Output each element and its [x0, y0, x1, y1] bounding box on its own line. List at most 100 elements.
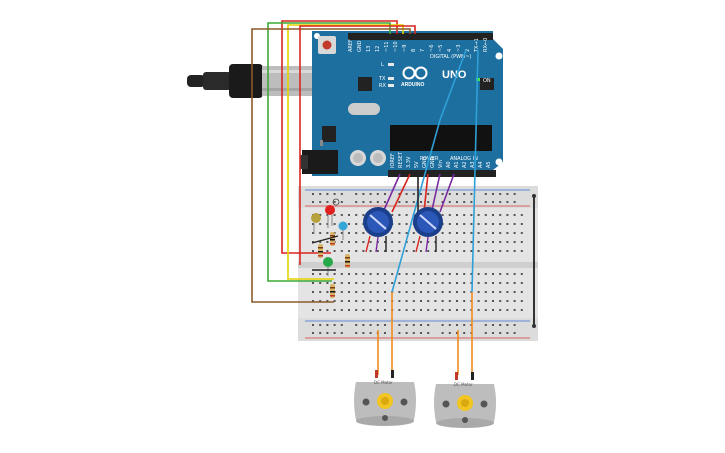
breadboard[interactable] — [298, 186, 538, 341]
potentiometer-1[interactable] — [363, 207, 393, 237]
breadboard-hole — [326, 300, 329, 302]
breadboard-hole — [492, 291, 494, 293]
analog-label: ANALOG IN — [450, 156, 478, 162]
breadboard-hole — [441, 282, 444, 284]
breadboard-hole — [513, 300, 516, 302]
resistor-3[interactable] — [318, 244, 323, 258]
breadboard-hole — [333, 250, 336, 252]
breadboard-hole — [499, 273, 502, 275]
breadboard-hole — [420, 332, 422, 334]
breadboard-hole — [513, 324, 516, 326]
arduino-uno-board[interactable] — [300, 31, 503, 177]
wire-blue-2[interactable] — [471, 49, 479, 293]
breadboard-hole — [362, 201, 365, 203]
breadboard-hole — [499, 241, 502, 243]
breadboard-hole — [520, 232, 523, 234]
breadboard-hole — [355, 250, 358, 252]
breadboard-hole — [376, 273, 379, 275]
breadboard-hole — [506, 324, 509, 326]
power-analog-pin-label: A3 — [470, 161, 476, 168]
breadboard-hole — [362, 241, 365, 243]
wire-red-2[interactable] — [299, 25, 416, 265]
breadboard-hole — [520, 282, 523, 284]
breadboard-hole — [456, 223, 458, 225]
breadboard-hole — [520, 250, 523, 252]
wire-purple-3[interactable] — [439, 173, 455, 213]
breadboard-hole — [470, 241, 473, 243]
breadboard-hole — [340, 291, 343, 293]
breadboard-hole — [456, 291, 458, 293]
breadboard-hole — [348, 300, 350, 302]
breadboard-hole — [312, 232, 314, 234]
breadboard-hole — [470, 223, 473, 225]
breadboard-hole — [520, 300, 523, 302]
breadboard-hole — [456, 250, 458, 252]
breadboard-hole — [499, 250, 502, 252]
power-analog-pin-label: RESET — [398, 151, 404, 168]
breadboard-hole — [348, 282, 350, 284]
breadboard-hole — [319, 273, 322, 275]
breadboard-hole — [484, 273, 487, 275]
breadboard-hole — [427, 273, 430, 275]
breadboard-hole — [470, 232, 473, 234]
wire-yellow[interactable] — [287, 24, 404, 280]
breadboard-hole — [405, 291, 408, 293]
breadboard-hole — [477, 250, 480, 252]
breadboard-hole — [492, 309, 494, 311]
breadboard-hole — [477, 232, 480, 234]
led-yellow[interactable] — [311, 213, 321, 234]
resistor-2[interactable] — [345, 254, 350, 268]
breadboard-hole — [405, 273, 408, 275]
breadboard-hole — [405, 324, 408, 326]
breadboard-hole — [484, 300, 487, 302]
breadboard-hole — [398, 273, 401, 275]
breadboard-hole — [441, 232, 444, 234]
breadboard-hole — [369, 241, 372, 243]
breadboard-hole — [333, 282, 336, 284]
breadboard-hole — [312, 223, 314, 225]
wire-red-pot-1[interactable] — [391, 173, 411, 213]
breadboard-hole — [384, 201, 386, 203]
breadboard-hole — [398, 332, 401, 334]
breadboard-hole — [362, 273, 365, 275]
breadboard-hole — [484, 332, 487, 334]
breadboard-hole — [348, 291, 350, 293]
dc-motor-2[interactable] — [434, 372, 496, 428]
breadboard-hole — [348, 250, 350, 252]
wire-brown[interactable] — [251, 28, 411, 303]
breadboard-hole — [326, 282, 329, 284]
breadboard-hole — [362, 282, 365, 284]
led-blue[interactable] — [338, 221, 348, 241]
breadboard-hole — [369, 291, 372, 293]
wire-purple-1[interactable] — [383, 173, 401, 211]
breadboard-hole — [477, 273, 480, 275]
breadboard-hole — [384, 309, 386, 311]
breadboard-hole — [484, 201, 487, 203]
dc-motor-1[interactable] — [354, 370, 416, 426]
resistor-1[interactable] — [330, 232, 335, 246]
breadboard-hole — [412, 273, 415, 275]
breadboard-hole — [434, 282, 437, 284]
breadboard-hole — [506, 201, 509, 203]
wire-red-pot-2[interactable] — [423, 173, 429, 213]
led-red[interactable] — [325, 205, 335, 228]
breadboard-hole — [513, 273, 516, 275]
wire-purple-2[interactable] — [431, 173, 441, 211]
breadboard-hole — [312, 291, 314, 293]
breadboard-hole — [492, 232, 494, 234]
breadboard-hole — [412, 193, 415, 195]
breadboard-hole — [319, 324, 322, 326]
breadboard-hole — [448, 300, 451, 302]
led-green[interactable] — [323, 257, 333, 276]
potentiometer-2[interactable] — [413, 207, 443, 237]
breadboard-hole — [326, 324, 329, 326]
wire-blue-1[interactable] — [391, 49, 467, 293]
usb-cable[interactable] — [187, 64, 322, 98]
digital-pin-label: 13 — [366, 46, 372, 52]
breadboard-hole — [470, 273, 473, 275]
breadboard-hole — [412, 309, 415, 311]
breadboard-hole — [355, 214, 358, 216]
breadboard-hole — [340, 309, 343, 311]
resistor-4[interactable] — [330, 284, 335, 298]
